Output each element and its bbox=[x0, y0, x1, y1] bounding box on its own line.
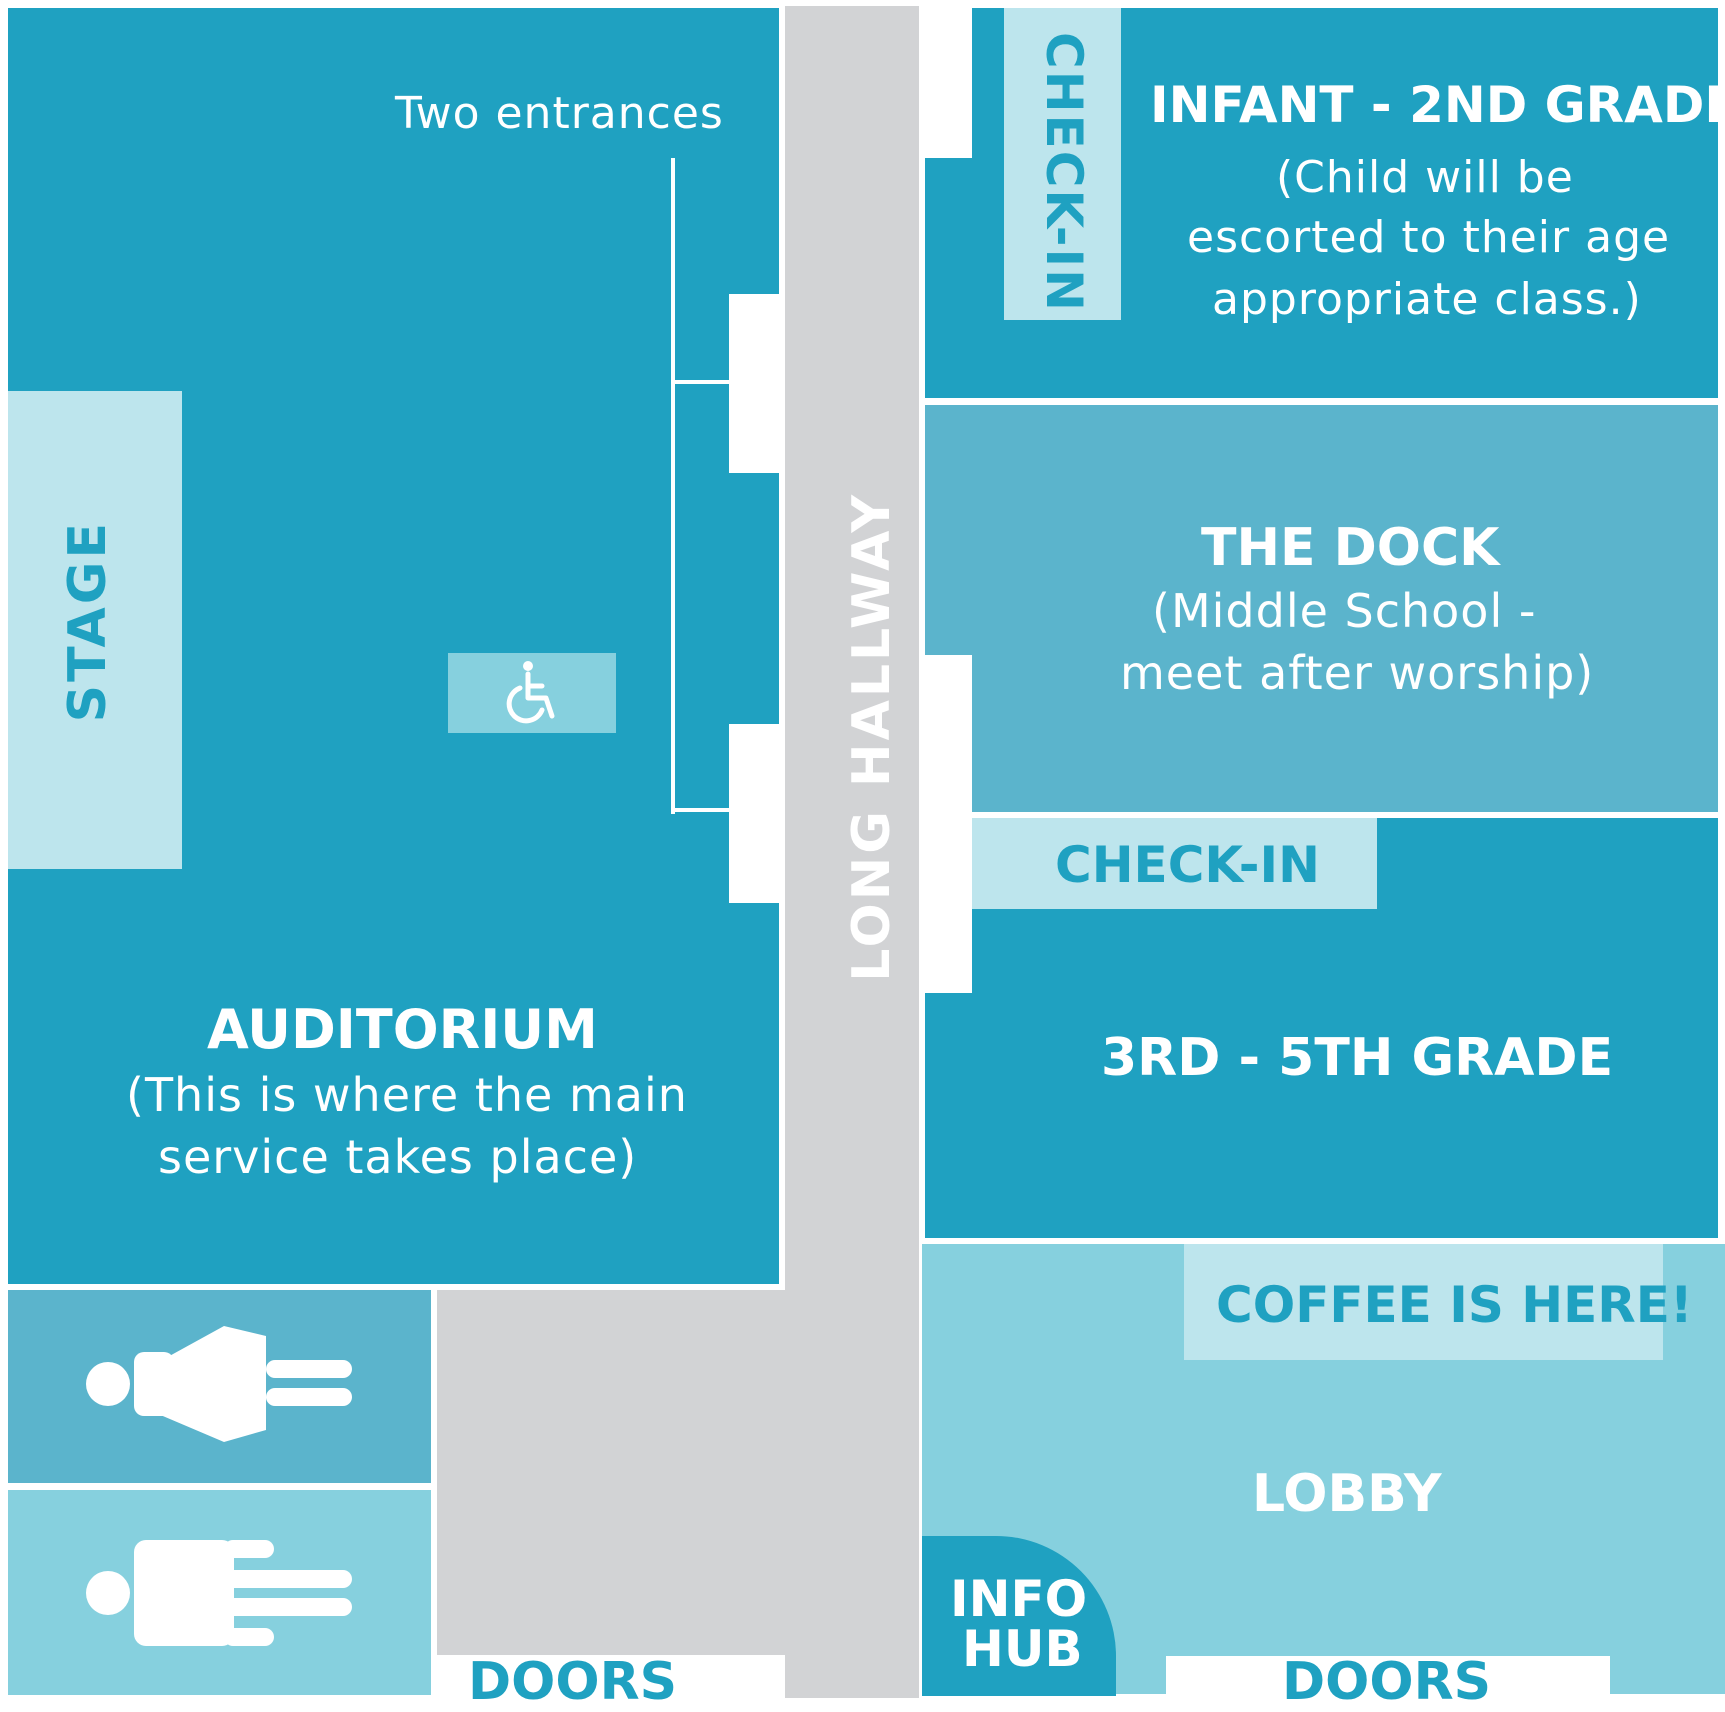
dock-note-line2: meet after worship) bbox=[1120, 646, 1595, 700]
wheelchair-accessible-icon bbox=[500, 658, 564, 728]
coffee-station[interactable] bbox=[1184, 1244, 1663, 1360]
infant-room-note-line2: escorted to their age bbox=[1187, 212, 1671, 263]
auditorium-description-line2: service takes place) bbox=[158, 1130, 638, 1184]
left-doors[interactable] bbox=[437, 1656, 693, 1707]
infant-room-title: INFANT - 2ND GRADE bbox=[1150, 76, 1725, 134]
dock-title: THE DOCK bbox=[1201, 518, 1500, 578]
grade-3-5-title: 3RD - 5TH GRADE bbox=[1101, 1028, 1614, 1088]
dock-note-line1: (Middle School - bbox=[1152, 584, 1537, 638]
entrance-line-vertical bbox=[671, 158, 675, 814]
grade-3-5-checkin-label: CHECK-IN bbox=[1055, 836, 1320, 894]
auditorium-title: AUDITORIUM bbox=[207, 998, 598, 1061]
stage-label: STAGE bbox=[58, 520, 118, 723]
infant-checkin-booth[interactable] bbox=[1004, 8, 1121, 320]
infant-room-note-line1: (Child will be bbox=[1276, 152, 1574, 203]
info-hub-line1: INFO bbox=[950, 1570, 1088, 1628]
hallway-label: LONG HALLWAY bbox=[842, 492, 902, 982]
entrances-note: Two entrances bbox=[395, 88, 724, 139]
auditorium-entrance-door-upper[interactable] bbox=[729, 294, 779, 473]
info-hub-line2: HUB bbox=[962, 1620, 1083, 1678]
men-restroom-icon bbox=[84, 1540, 354, 1646]
the-dock-room bbox=[925, 405, 1718, 655]
entrance-line-mid bbox=[671, 380, 731, 384]
infant-room-note-line3: appropriate class.) bbox=[1212, 274, 1642, 325]
auditorium-entrance-door-lower[interactable] bbox=[729, 724, 779, 903]
auditorium-description-line1: (This is where the main bbox=[126, 1068, 688, 1122]
stage bbox=[8, 391, 182, 869]
entrance-line-bottom bbox=[671, 808, 731, 812]
women-restroom-icon bbox=[84, 1322, 354, 1447]
grade-3-5-checkin-booth[interactable] bbox=[972, 818, 1377, 909]
right-doors[interactable] bbox=[1166, 1656, 1610, 1707]
infant-checkin-label: CHECK-IN bbox=[1035, 32, 1093, 313]
lobby-title: LOBBY bbox=[1252, 1464, 1442, 1524]
coffee-label: COFFEE IS HERE! bbox=[1216, 1276, 1693, 1334]
grade-3-5-room-lower bbox=[925, 993, 1718, 1238]
the-dock-room-lower bbox=[972, 650, 1718, 812]
right-doors-label: DOORS bbox=[1282, 1652, 1492, 1712]
left-doors-label: DOORS bbox=[468, 1652, 678, 1712]
hallway-lower-area bbox=[437, 1290, 919, 1655]
